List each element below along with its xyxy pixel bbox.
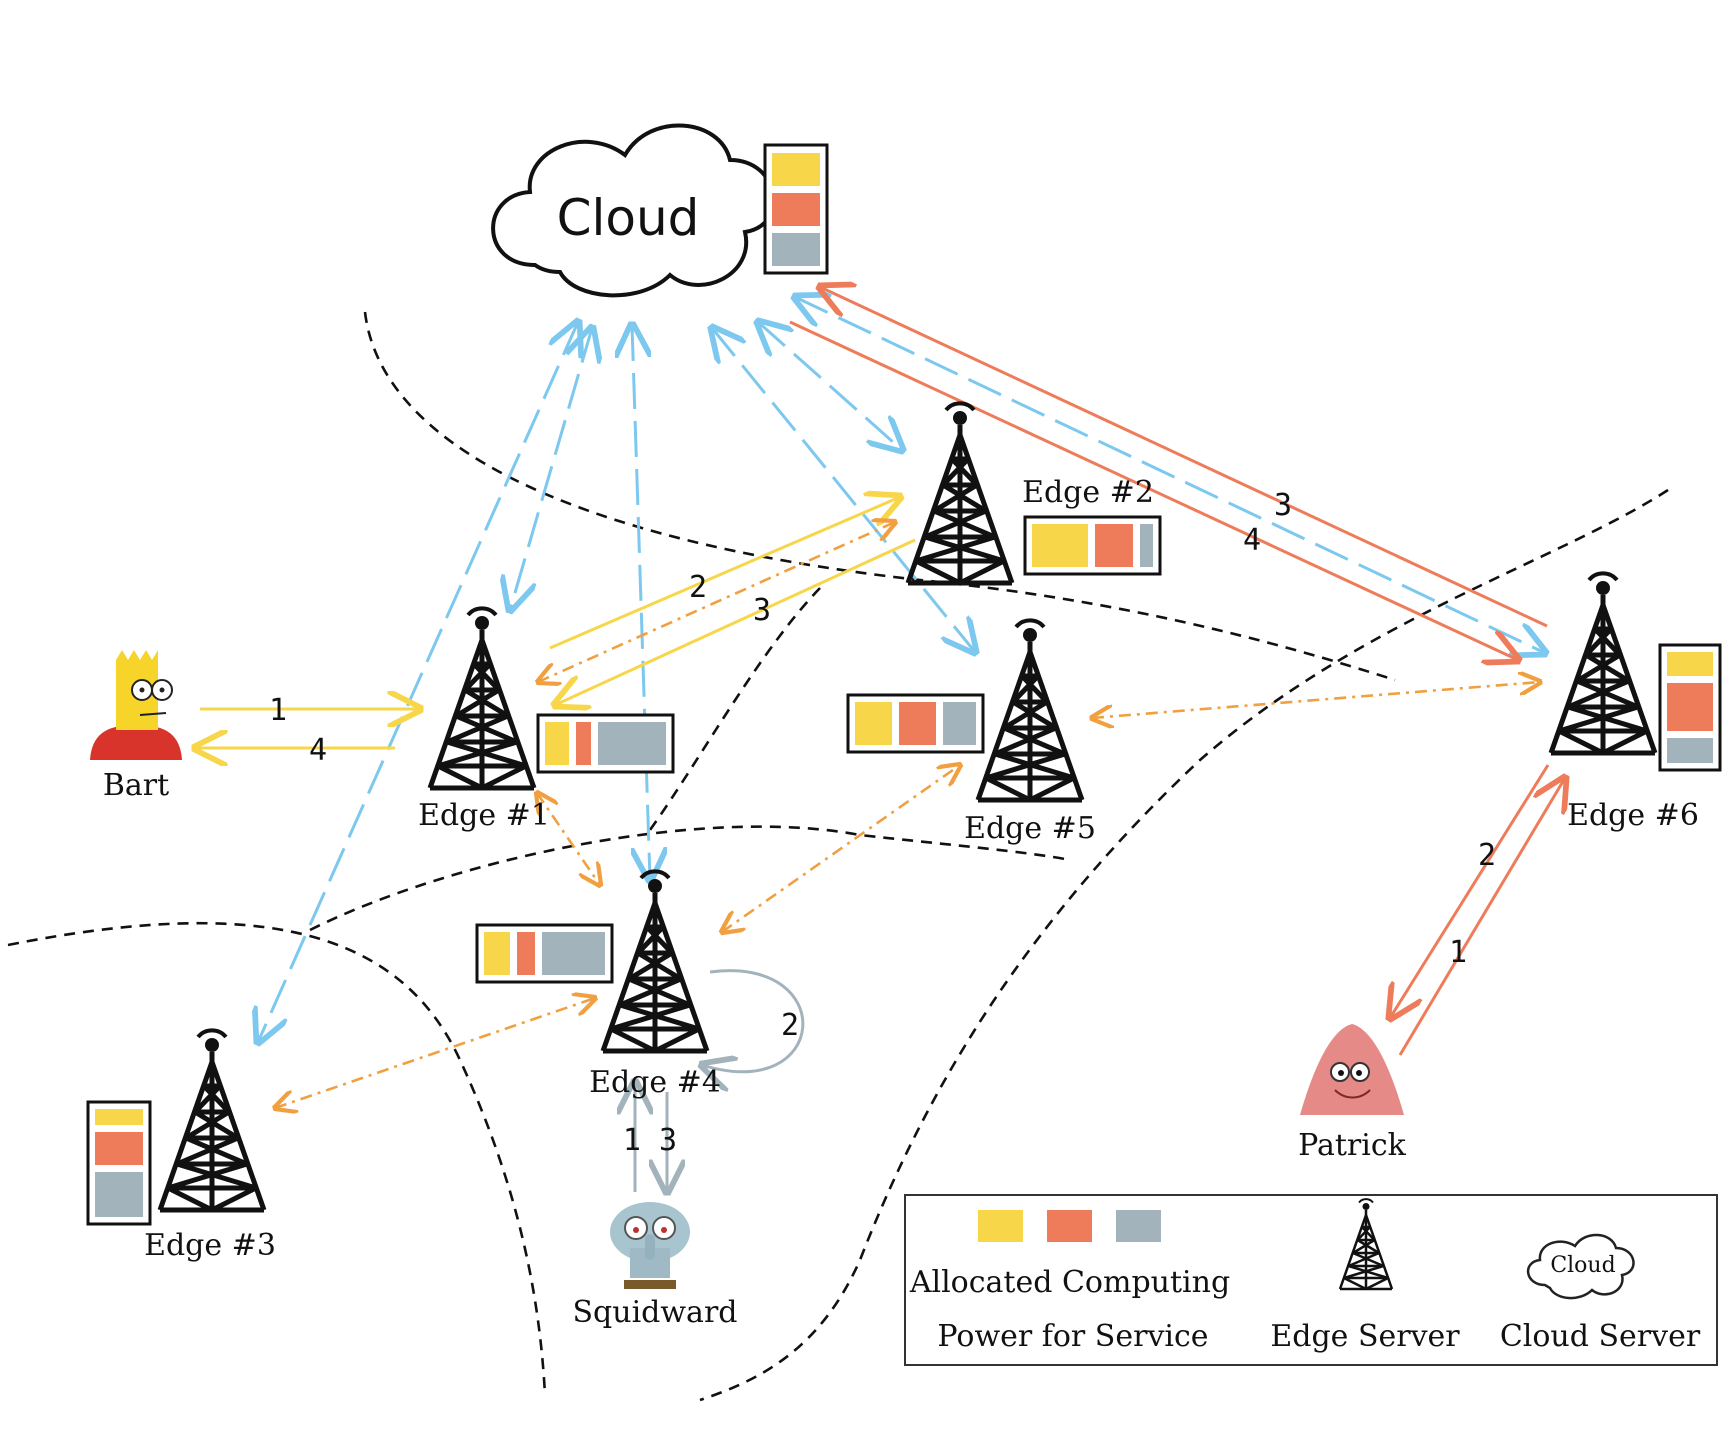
- tower-icon: [603, 871, 707, 1051]
- link-e6-cloud-3: [820, 287, 1548, 628]
- alloc-yellow: [772, 153, 820, 186]
- step-label: 4: [309, 733, 327, 768]
- step-label: 2: [781, 1008, 799, 1043]
- step-label: 2: [689, 570, 707, 605]
- bart-avatar: [90, 650, 182, 760]
- legend-edge-server: Edge Server: [1270, 1319, 1460, 1354]
- bart-links: [195, 497, 916, 748]
- link-cloud-edge6: [795, 297, 1545, 653]
- step-label: 3: [1274, 488, 1292, 523]
- link-e5-e6: [1092, 682, 1540, 718]
- edge2-allocation-bar: [1023, 515, 1162, 576]
- legend-cloud-icon-text: Cloud: [1550, 1253, 1615, 1278]
- legend-swatch-orange: [1047, 1210, 1092, 1242]
- step-label: 4: [1243, 523, 1261, 558]
- cloud-shape: [491, 123, 776, 298]
- edge-server-4: Edge #4: [475, 871, 721, 1100]
- link-e4-self-2: [702, 969, 805, 1072]
- legend-alloc-line1: Allocated Computing: [909, 1265, 1230, 1300]
- edge2-label: Edge #2: [1022, 475, 1154, 510]
- edge-server-5: Edge #5: [846, 620, 1096, 846]
- legend-swatch-gray: [1116, 1210, 1161, 1242]
- squidward-links: [635, 969, 805, 1192]
- user-bart: Bart: [90, 650, 182, 803]
- patrick-label: Patrick: [1298, 1128, 1407, 1163]
- cloud-label: Cloud: [557, 189, 700, 247]
- boundary-top: [363, 311, 1396, 682]
- alloc-orange: [772, 193, 820, 226]
- step-label: 3: [753, 593, 771, 628]
- legend-alloc-line2: Power for Service: [937, 1319, 1208, 1354]
- edge4-label: Edge #4: [589, 1065, 721, 1100]
- alloc-gray: [772, 233, 820, 266]
- cloud-server: Cloud: [491, 123, 829, 298]
- link-patrick-e6-1: [1398, 778, 1565, 1056]
- step-labels: 1 4 2 3 3 4 2 1 1 3 2: [269, 488, 1496, 1158]
- edge-server-1: Edge #1: [418, 608, 675, 833]
- boundary-diagonal: [648, 587, 821, 831]
- user-squidward: Squidward: [573, 1202, 738, 1330]
- edge5-allocation-bar: [846, 693, 985, 754]
- bart-label: Bart: [103, 768, 169, 803]
- step-label: 1 3: [623, 1123, 677, 1158]
- patrick-links: [789, 287, 1565, 1056]
- edge3-allocation-bar: [86, 1100, 152, 1226]
- cloud-allocation-bar: [763, 143, 829, 275]
- tower-icon: [160, 1030, 264, 1210]
- edge-server-3: Edge #3: [86, 1030, 276, 1263]
- link-cloud-e6-4: [789, 320, 1518, 660]
- link-e4-e5: [722, 765, 960, 932]
- edge4-allocation-bar: [475, 923, 614, 984]
- legend-cloud-server: Cloud Server: [1500, 1319, 1701, 1354]
- edge6-label: Edge #6: [1567, 798, 1699, 833]
- boundary-middle: [309, 825, 1071, 932]
- cloud-icon: Cloud: [1527, 1233, 1635, 1300]
- link-e6-patrick-2: [1390, 764, 1550, 1018]
- edge3-label: Edge #3: [144, 1228, 276, 1263]
- link-cloud-edge3: [258, 322, 578, 1042]
- step-label: 1: [1449, 935, 1467, 970]
- link-e1-e4: [537, 793, 600, 885]
- tower-icon: [978, 620, 1082, 800]
- step-label: 2: [1478, 838, 1496, 873]
- cloud-edge-links: [258, 297, 1545, 1042]
- legend: Allocated Computing Power for Service Ed…: [904, 1194, 1718, 1366]
- tower-icon: [1551, 573, 1655, 753]
- edge6-allocation-bar: [1658, 643, 1722, 772]
- squidward-label: Squidward: [573, 1295, 738, 1330]
- edge1-allocation-bar: [536, 713, 675, 774]
- tower-icon: [430, 608, 534, 788]
- user-patrick: Patrick: [1298, 1024, 1407, 1163]
- edge-server-2: Edge #2: [908, 403, 1162, 583]
- patrick-avatar: [1300, 1024, 1404, 1115]
- legend-swatch-yellow: [978, 1210, 1023, 1242]
- step-label: 1: [269, 693, 287, 728]
- edge-server-6: Edge #6: [1551, 573, 1722, 833]
- inter-edge-links: [275, 522, 1540, 1108]
- edge5-label: Edge #5: [964, 811, 1096, 846]
- link-cloud-edge5: [712, 328, 975, 652]
- link-e3-e4: [275, 998, 595, 1108]
- squidward-avatar: [610, 1202, 690, 1289]
- link-cloud-edge4: [632, 325, 650, 880]
- link-e1-e2: [538, 522, 895, 682]
- tower-icon: [908, 403, 1012, 583]
- edge1-label: Edge #1: [418, 798, 550, 833]
- link-cloud-edge1: [510, 328, 592, 610]
